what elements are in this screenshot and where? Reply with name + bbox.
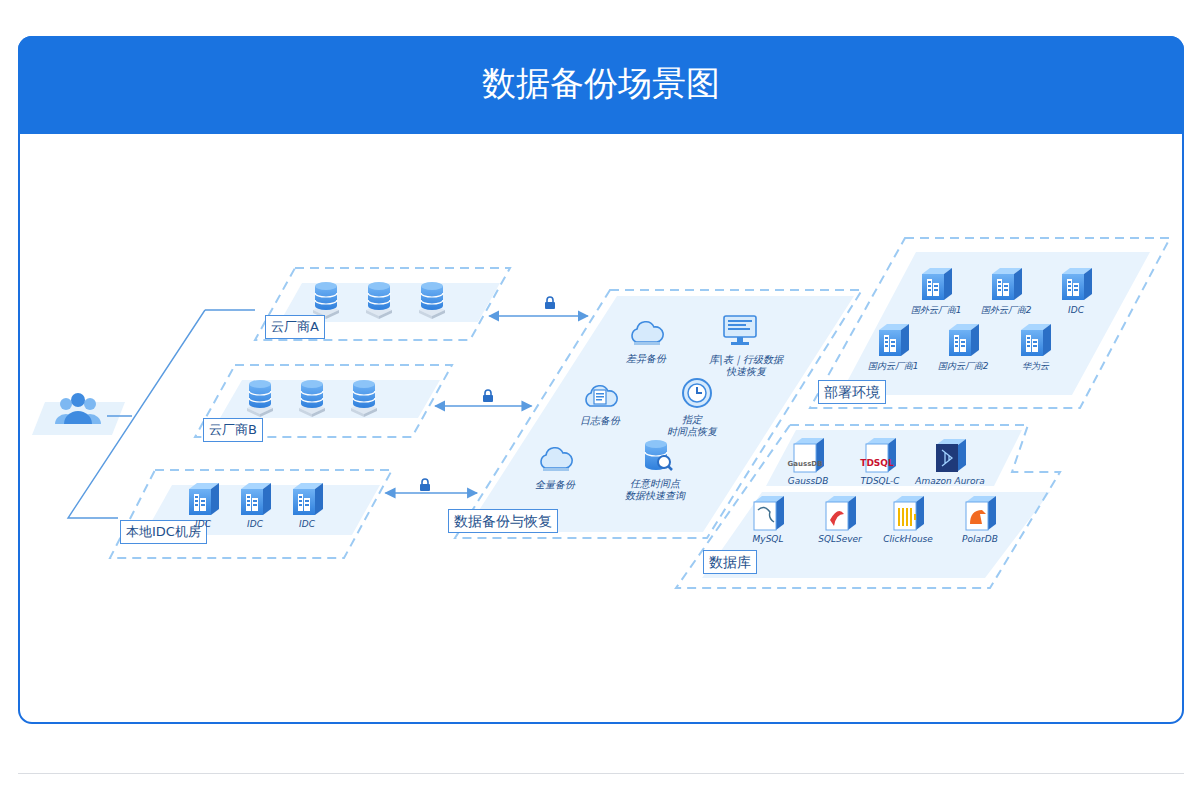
item-label: 国外云厂商2 xyxy=(981,305,1032,316)
item-label: PolarDB xyxy=(962,534,998,545)
item-node: MySQL xyxy=(753,534,784,545)
item-node: 差异备份 xyxy=(626,353,666,365)
item-label: SQLSever xyxy=(818,534,862,545)
item-label: IDC xyxy=(247,519,263,530)
item-label: 日志备份 xyxy=(580,415,620,427)
item-node: 任意时间点 数据快速查询 xyxy=(621,478,689,502)
region-label: 云厂商B xyxy=(203,418,263,442)
connector-arrow xyxy=(435,405,531,407)
item-node: 国内云厂商1 xyxy=(868,361,919,372)
label-holder: 云厂商B xyxy=(203,418,263,442)
region-outline xyxy=(110,470,392,558)
item-label: TDSQL-C xyxy=(860,476,899,487)
item-label: 任意时间点 数据快速查询 xyxy=(621,478,689,502)
item-node: 全量备份 xyxy=(535,479,575,491)
item-label: GaussDB xyxy=(788,476,829,487)
connector-arrow xyxy=(385,492,477,494)
logo-text: TDSQL xyxy=(860,459,893,468)
label-holder: 部署环境 xyxy=(818,380,886,404)
region-area: 云厂商B xyxy=(195,365,452,437)
item-node: IDC xyxy=(1068,305,1084,316)
item-label: 国内云厂商2 xyxy=(938,361,989,372)
label-holder: 数据库 xyxy=(703,550,757,574)
region-label: 部署环境 xyxy=(818,380,886,404)
item-node: PolarDB xyxy=(962,534,998,545)
item-label: IDC xyxy=(299,519,315,530)
region-border xyxy=(110,470,392,558)
item-label: IDC xyxy=(195,519,211,530)
region-border xyxy=(810,238,1170,408)
item-node: TDSQL-C xyxy=(860,476,899,487)
region-area: 本地IDC机房IDCIDCIDC xyxy=(110,470,392,558)
item-label: 华为云 xyxy=(1022,361,1049,372)
label-holder: 数据备份与恢复 xyxy=(448,509,558,533)
item-label: IDC xyxy=(1068,305,1084,316)
region-platform xyxy=(702,492,1050,578)
item-node: Amazon Aurora xyxy=(915,476,985,487)
region-border xyxy=(676,425,1060,588)
item-label: 库|表｜行级数据 快速恢复 xyxy=(704,354,788,378)
item-label: 差异备份 xyxy=(626,353,666,365)
item-node: 华为云 xyxy=(1022,361,1049,372)
item-node: 日志备份 xyxy=(580,415,620,427)
region-platform xyxy=(766,430,1022,486)
item-node: 国外云厂商1 xyxy=(911,305,962,316)
item-node: ClickHouse xyxy=(883,534,933,545)
item-node: 国外云厂商2 xyxy=(981,305,1032,316)
item-label: 国外云厂商1 xyxy=(911,305,962,316)
region-label: 本地IDC机房 xyxy=(120,520,207,544)
item-node: SQLSever xyxy=(818,534,862,545)
rule-line xyxy=(18,773,1184,774)
item-label: 国内云厂商1 xyxy=(868,361,919,372)
region-area: 部署环境 国外云厂商1 国外云厂商2 IDC 国内云厂商1 国内云厂商2 华为云 xyxy=(810,238,1170,408)
users-icon xyxy=(55,393,101,424)
connector-arrow xyxy=(489,315,587,317)
item-label: MySQL xyxy=(753,534,784,545)
label-holder: 云厂商A xyxy=(265,315,325,339)
item-label: ClickHouse xyxy=(883,534,933,545)
region-label: 数据库 xyxy=(703,550,757,574)
item-label: 全量备份 xyxy=(535,479,575,491)
region-area: 云厂商A xyxy=(255,268,510,340)
region-label: 云厂商A xyxy=(265,315,325,339)
item-node: 指定 时间点恢复 xyxy=(662,414,722,438)
region-platform xyxy=(840,252,1150,395)
item-node: IDC xyxy=(247,519,263,530)
item-label: 指定 时间点恢复 xyxy=(662,414,722,438)
logo-text: GaussDB xyxy=(788,461,823,468)
item-node: 国内云厂商2 xyxy=(938,361,989,372)
region-platform xyxy=(220,380,440,418)
item-node: GaussDB xyxy=(788,476,829,487)
region-label: 数据备份与恢复 xyxy=(448,509,558,533)
region-border xyxy=(255,268,510,340)
region-area: 数据库 GaussDB TDSQL-C Amazon AuroraMySQL SQLSe… xyxy=(676,425,1060,588)
label-holder: 本地IDC机房 xyxy=(120,520,207,544)
item-node: IDC xyxy=(195,519,211,530)
item-node: 库|表｜行级数据 快速恢复 xyxy=(704,354,788,378)
title-text: 数据备份场景图 xyxy=(18,60,1184,106)
item-node: IDC xyxy=(299,519,315,530)
item-label: Amazon Aurora xyxy=(915,476,985,487)
